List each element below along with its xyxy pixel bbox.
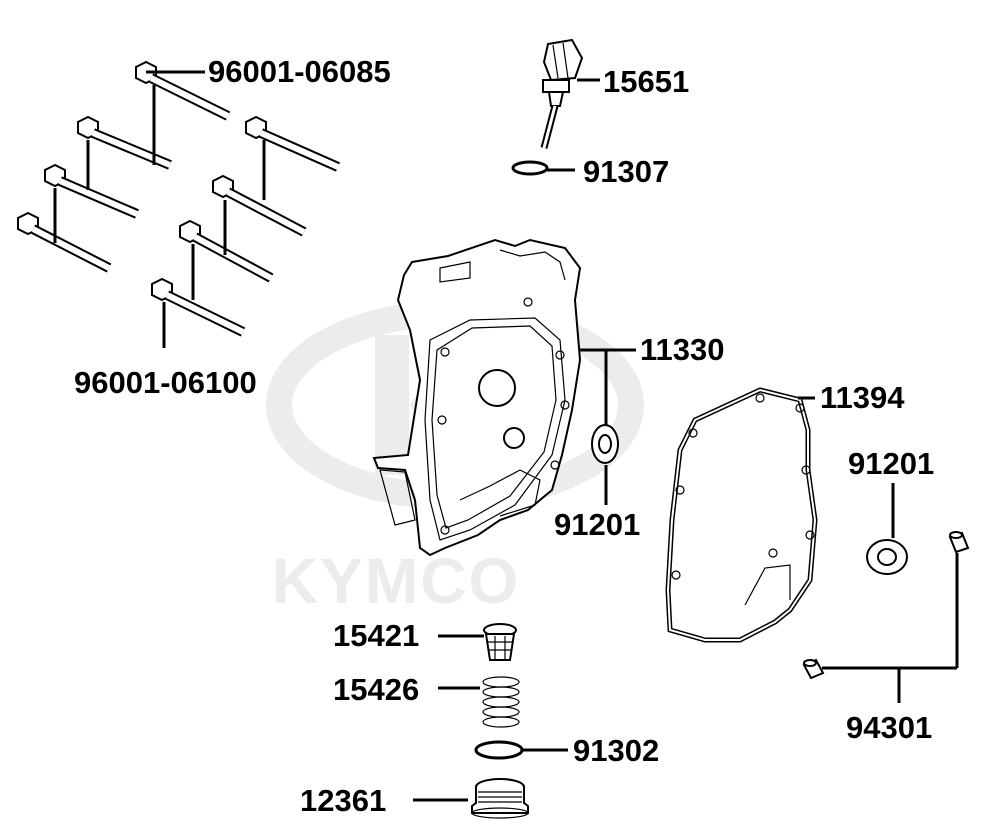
dowel-pin-label: 94301	[846, 710, 932, 745]
drain-plug-oring-label: 91302	[573, 733, 659, 768]
cover-oil-seal-label: 91201	[554, 507, 640, 542]
strainer-spring	[482, 676, 520, 728]
cover-oil-seal	[591, 424, 619, 464]
right-crankcase-cover	[372, 238, 582, 557]
dipstick-oring	[511, 160, 549, 176]
crankcase-cover-label: 11330	[640, 332, 725, 367]
drain-plug	[471, 778, 529, 819]
bolt	[151, 277, 246, 337]
oil-strainer	[483, 623, 517, 661]
dowel-pin	[802, 658, 825, 680]
bolt	[17, 211, 112, 273]
watermark-brand: KYMCO	[272, 545, 520, 617]
bolt	[212, 174, 307, 237]
oil-dipstick	[540, 38, 584, 149]
bolt	[245, 115, 341, 172]
strainer-spring-label: 15426	[333, 672, 419, 707]
bolt-group	[17, 60, 341, 348]
cover-gasket-label: 11394	[820, 380, 905, 415]
bolt	[44, 163, 139, 219]
dipstick-oring-label: 91307	[583, 154, 669, 189]
bolt-short-label: 96001-06100	[74, 365, 257, 400]
bolt-long-label: 96001-06085	[208, 54, 391, 89]
gasket-oil-seal-label: 91201	[848, 446, 934, 481]
oil-strainer-label: 15421	[333, 618, 419, 653]
gasket-oil-seal	[866, 539, 908, 575]
drain-plug-label: 12361	[300, 783, 386, 818]
dowel-pin	[948, 531, 970, 554]
drain-plug-oring	[474, 740, 524, 760]
oil-dipstick-label: 15651	[603, 64, 689, 99]
bolt	[77, 115, 172, 170]
bolt	[179, 219, 274, 283]
cover-gasket	[665, 387, 818, 643]
